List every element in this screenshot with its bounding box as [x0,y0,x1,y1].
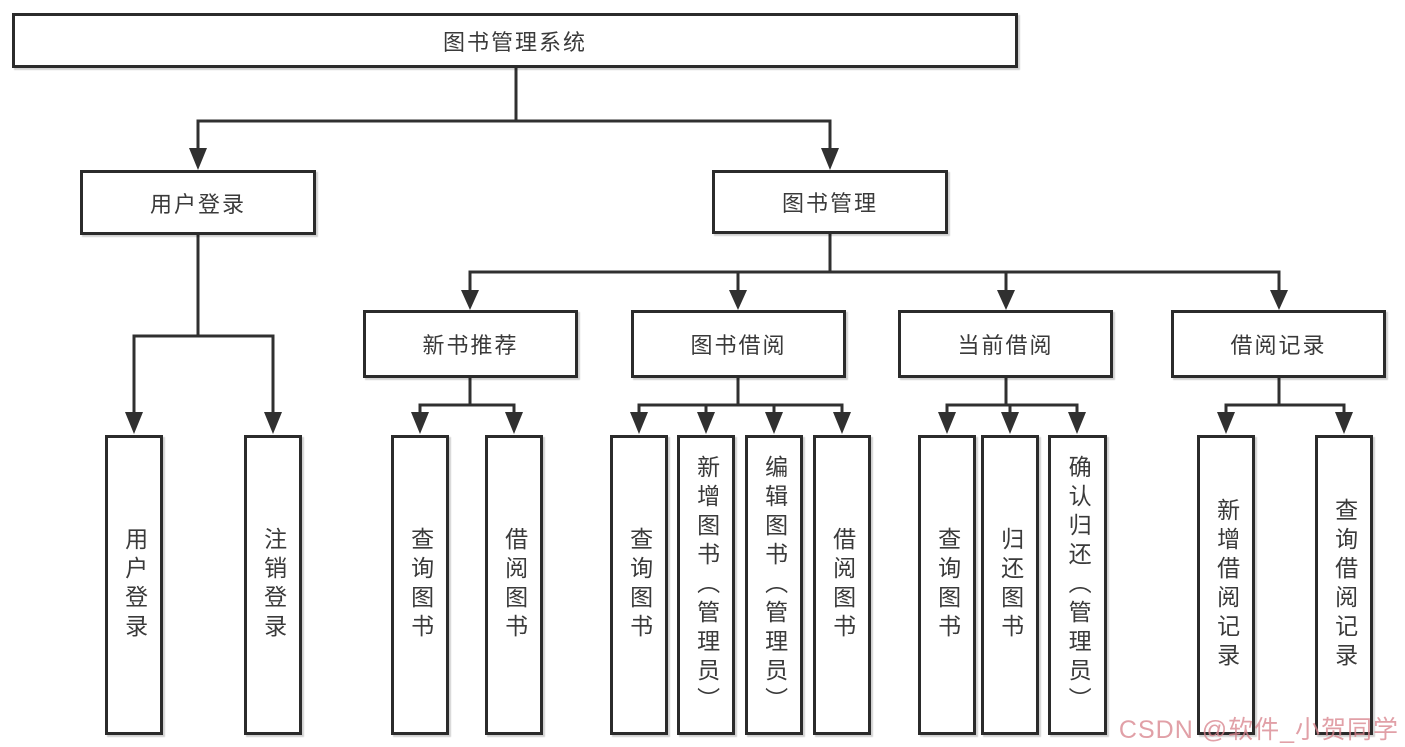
connector-user-login-to-children [132,233,275,416]
arrowheads-user-login-children [125,412,282,434]
node-nbr-borrow-books-label: 借阅图书 [501,527,528,643]
connector-borrow-records-to-children [1224,375,1346,418]
connector-book-management-to-level3 [468,232,1281,294]
node-borrow-records-label: 借阅记录 [1230,333,1327,358]
node-nbr-borrow-books: 借阅图书 [485,435,543,735]
node-book-borrow-label: 图书借阅 [690,333,787,358]
node-br-add-record-label: 新增借阅记录 [1213,498,1240,672]
node-current-borrow-label: 当前借阅 [957,333,1054,358]
connector-book-borrow-to-children [637,375,844,418]
node-current-borrow: 当前借阅 [898,310,1113,378]
node-new-book-recommend: 新书推荐 [363,310,578,378]
node-nbr-query-books: 查询图书 [391,435,449,735]
connector-root-to-level2 [196,66,832,152]
arrowheads-book-borrow-children [630,412,851,434]
node-nbr-query-books-label: 查询图书 [407,527,434,643]
connector-current-borrow-to-children [945,375,1079,418]
node-book-management-label: 图书管理 [781,191,878,216]
node-root: 图书管理系统 [12,13,1018,68]
node-book-management: 图书管理 [712,170,948,234]
node-br-query-record: 查询借阅记录 [1315,435,1373,735]
connector-new-book-recommend-to-children [418,375,516,418]
node-cb-query-books-label: 查询图书 [934,527,961,643]
node-br-add-record: 新增借阅记录 [1197,435,1255,735]
node-user-login-label: 用户登录 [149,191,246,217]
node-bb-add-books-admin: 新增图书（管理员） [677,435,735,735]
node-bb-query-books: 查询图书 [610,435,668,735]
node-root-label: 图书管理系统 [442,29,587,55]
node-bb-borrow-books-label: 借阅图书 [829,527,856,643]
node-cb-query-books: 查询图书 [918,435,976,735]
node-user-login-action: 用户登录 [105,435,163,735]
arrowheads-new-book-recommend-children [411,412,523,434]
node-cb-confirm-return-admin-label: 确认归还（管理员） [1065,454,1092,716]
node-bb-add-books-admin-label: 新增图书（管理员） [693,454,720,716]
arrowheads-level3 [461,290,1288,310]
node-bb-edit-books-admin-label: 编辑图书（管理员） [761,454,788,716]
node-cb-confirm-return-admin: 确认归还（管理员） [1048,435,1107,735]
node-user-login-action-label: 用户登录 [121,527,148,643]
node-borrow-records: 借阅记录 [1171,310,1386,378]
csdn-watermark: CSDN @软件_小贺同学 [1118,716,1399,744]
node-book-borrow: 图书借阅 [631,310,846,378]
node-cb-return-books: 归还图书 [981,435,1039,735]
node-logout-label: 注销登录 [260,527,287,643]
arrowheads-level2 [189,148,839,170]
node-user-login: 用户登录 [80,170,316,235]
node-br-query-record-label: 查询借阅记录 [1331,498,1358,672]
node-bb-edit-books-admin: 编辑图书（管理员） [745,435,803,735]
node-bb-borrow-books: 借阅图书 [813,435,871,735]
arrowheads-current-borrow-children [938,412,1086,434]
node-bb-query-books-label: 查询图书 [626,527,653,643]
node-cb-return-books-label: 归还图书 [997,527,1024,643]
arrowheads-borrow-records-children [1217,412,1353,434]
node-new-book-recommend-label: 新书推荐 [422,333,519,358]
node-logout: 注销登录 [244,435,302,735]
